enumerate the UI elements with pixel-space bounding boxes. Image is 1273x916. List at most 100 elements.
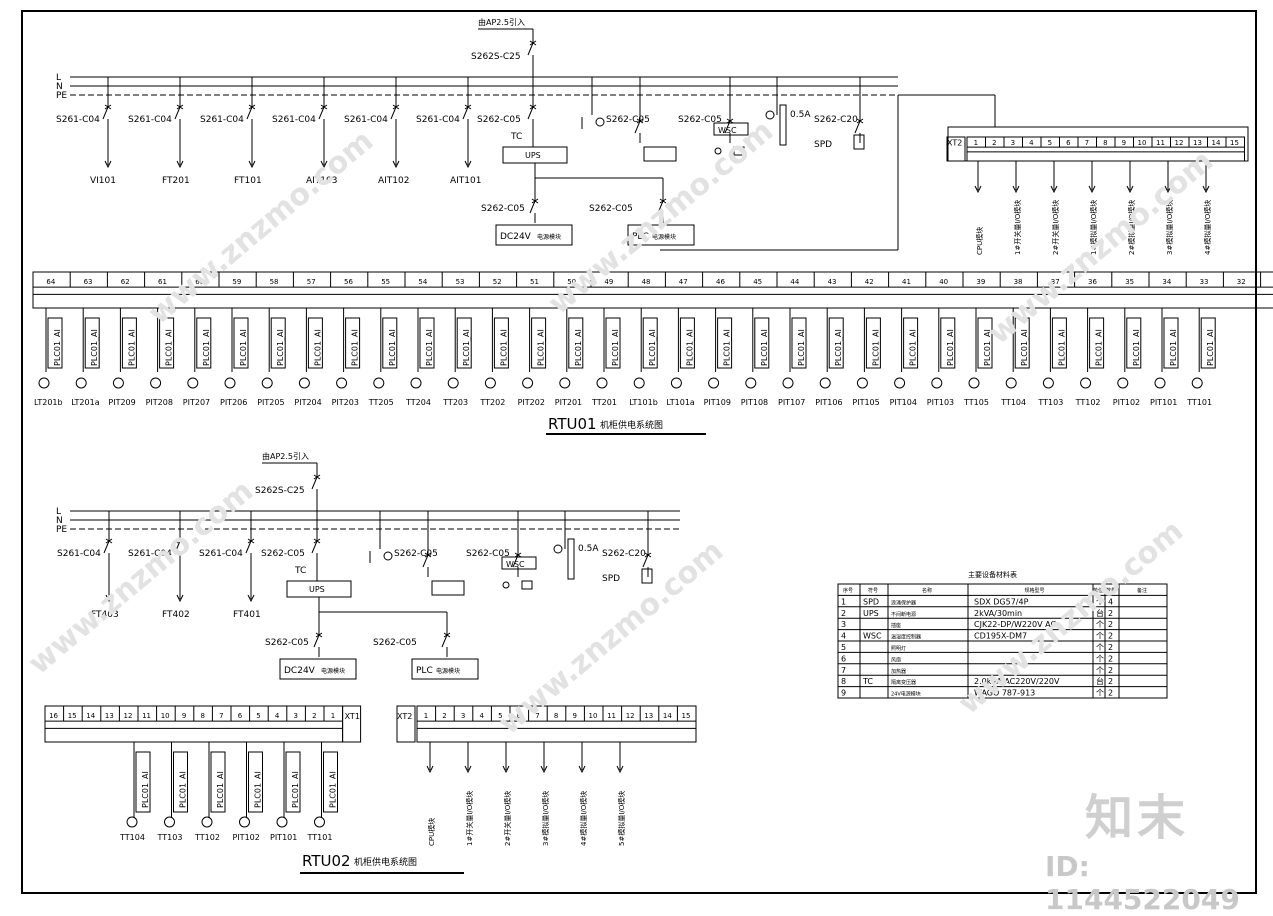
rtu02-xt1-terminal-number: 9 [182, 712, 186, 720]
xt2-output-label: CPU模块 [975, 227, 984, 255]
instrument-icon [126, 816, 138, 828]
xt2-output-arrow [1088, 185, 1096, 194]
plc-ai-label: PLC01_AI [141, 771, 150, 808]
spd-icon [641, 568, 653, 584]
table-cell: TC [862, 677, 873, 686]
breaker-blade [103, 540, 110, 554]
instrument-icon [276, 816, 288, 828]
plc-ai-box [285, 751, 301, 813]
table-cell: 风扇 [891, 656, 901, 663]
xt2-terminal-number: 12 [1175, 139, 1184, 147]
table-cell: 4 [1108, 597, 1113, 606]
plc-ai-label: PLC01_AI [1095, 329, 1104, 366]
breaker-blade [422, 554, 429, 568]
rtu02-xt1-terminal-number: 15 [68, 712, 77, 720]
breaker-blade [529, 200, 536, 214]
rtu02-xt2-terminal-number: 2 [442, 712, 446, 720]
branch-breaker-label: S261-C04 [56, 115, 100, 125]
xt2-terminal-number: 9 [1122, 139, 1126, 147]
xt2-output-arrow [1126, 185, 1134, 194]
instrument-icon [931, 377, 943, 389]
rtu02-xt2-terminal-number: 15 [682, 712, 691, 720]
xt1-terminal-number: 53 [456, 278, 465, 286]
instrument-tag: PIT102 [233, 833, 260, 842]
instrument-tag: TT205 [368, 398, 394, 407]
instrument-tag: PIT101 [1150, 398, 1177, 407]
plc-ai-box [1126, 317, 1142, 369]
breaker-x-mark [636, 118, 644, 124]
branch-arrow [176, 594, 184, 603]
xt2-terminal-number: 11 [1156, 139, 1165, 147]
rtu02-title: RTU02 [302, 852, 351, 870]
xt2-output-label: 1#开关量I/O模块 [1013, 200, 1022, 255]
xt1-terminal-number: 60 [195, 278, 204, 286]
plc-ai-box [323, 751, 338, 813]
plc-ai-box [248, 751, 263, 813]
table-cell: 照明灯 [891, 645, 906, 652]
plc-ai-label: PLC01_AI [90, 329, 99, 366]
table-cell: 2 [1108, 643, 1113, 652]
plc-ai-label: PLC01_AI [685, 329, 694, 366]
fuse-icon [567, 538, 575, 580]
xt1-terminal-number: 55 [381, 278, 390, 286]
rtu02-xt1-terminal-number: 6 [238, 712, 243, 720]
table-cell: 个 [1096, 654, 1104, 663]
breaker-blade [311, 540, 318, 554]
plc-ai-box [1163, 317, 1179, 369]
table-header-cell: 名称 [922, 587, 932, 594]
rtu02-xt2-terminal-number: 1 [424, 712, 428, 720]
feeder-source-label: 由AP2.5引入 [262, 451, 309, 461]
xt2-output-arrow [1012, 185, 1020, 194]
table-cell: 24V电源模块 [891, 691, 921, 698]
xt1-terminal-number: 41 [902, 278, 911, 286]
table-header-cell: 规格型号 [1025, 587, 1045, 594]
plc-ai-box [679, 317, 695, 369]
plc-power-note: 电源模块 [436, 667, 460, 675]
branch-arrow [247, 594, 255, 603]
rtu02-xt2-terminal-number: 5 [498, 712, 502, 720]
xt2-output-arrow [540, 765, 548, 774]
plc-ai-box [159, 317, 175, 369]
breaker-blade [642, 554, 649, 568]
branch-breaker-label: S261-C04 [416, 115, 460, 125]
table-cell: 2kVA/30min [974, 609, 1022, 618]
instrument-icon [239, 816, 250, 828]
plc-ai-label: PLC01_AI [611, 329, 620, 366]
plc-ai-box [210, 751, 226, 813]
plc-ai-box [1014, 317, 1030, 369]
instrument-icon [894, 377, 906, 389]
plc-ai-box [605, 317, 621, 369]
plc-ai-label: PLC01_AI [216, 771, 225, 808]
xt1-terminal-number: 50 [567, 278, 576, 286]
wsc-box [501, 556, 537, 570]
plc-ai-box [977, 317, 993, 369]
plc-ai-box [382, 317, 398, 369]
xt2-output-label: 4#模拟量I/O模块 [1203, 200, 1212, 255]
bus-label: PE [56, 91, 67, 101]
xt1-terminal-number: 45 [753, 278, 762, 286]
instrument-tag: TT103 [157, 833, 183, 842]
ups-label: UPS [309, 585, 325, 594]
instrument-tag: TT104 [119, 833, 145, 842]
table-cell: 浪涌保护器 [891, 599, 916, 606]
xt1-terminal-number: 63 [84, 278, 93, 286]
plc-ai-label: PLC01_AI [1206, 329, 1215, 366]
plc-power-box [627, 224, 695, 246]
plc-ai-label: PLC01_AI [127, 329, 136, 366]
branch-load-label: FT402 [162, 610, 190, 620]
plc-ai-box [568, 317, 584, 369]
dc-breaker-label: S262-C05 [481, 204, 525, 214]
table-title: 主要设备材料表 [968, 570, 1017, 579]
rtu02-xt2-terminal-number: 14 [663, 712, 672, 720]
plc-ai-label: PLC01_AI [537, 329, 546, 366]
plc-ai-label: PLC01_AI [834, 329, 843, 366]
table-cell: 7 [841, 666, 846, 675]
instrument-tag: LT101b [629, 398, 658, 407]
breaker-x-mark [320, 104, 328, 110]
bus-label: PE [56, 525, 67, 535]
instrument-icon [745, 377, 757, 389]
rtu02-xt2-tag-box [396, 705, 416, 743]
xt2-output-arrow [502, 765, 510, 774]
rtu02-xt1-terminal-number: 2 [312, 712, 316, 720]
